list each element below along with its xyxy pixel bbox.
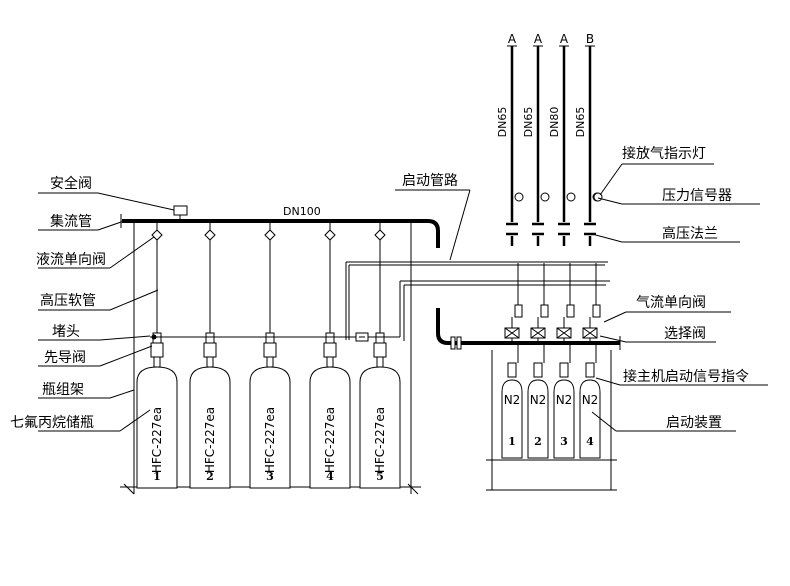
bottle-agent-label: HFC-227ea: [203, 407, 217, 473]
branch-pipes: A DN65 A DN65 A DN80 B DN65: [496, 32, 603, 343]
main-feed-pipe: [436, 308, 621, 350]
selector-valve-cross: [530, 327, 546, 339]
label-hp-flange: 高压法兰: [662, 225, 718, 242]
branch-size: DN80: [548, 107, 561, 138]
gas-check-valve: [566, 304, 575, 318]
selector-valve-cross: [582, 327, 598, 339]
gas-check-valve: [540, 304, 549, 318]
agent-bottle: [189, 366, 231, 489]
leader-lines: [38, 163, 768, 432]
gas-check-valve: [514, 304, 523, 318]
label-host-signal: 接主机启动信号指令: [623, 368, 749, 385]
pilot-valve: [263, 342, 277, 358]
start-bottle-number: 3: [560, 435, 568, 448]
bottle-agent-label: HFC-227ea: [373, 407, 387, 473]
branch-size: DN65: [522, 107, 535, 138]
label-start-pipeline: 启动管路: [402, 173, 458, 189]
pilot-valve: [323, 342, 337, 358]
agent-bottle-group: HFC-227ea1HFC-227ea2HFC-227ea3HFC-227ea4…: [136, 221, 401, 489]
branch-letter: A: [508, 32, 517, 46]
label-release-lamp: 接放气指示灯: [622, 145, 706, 162]
selector-valve-cross: [504, 327, 520, 339]
label-manifold: 集流管: [50, 213, 92, 230]
label-hp-hose: 高压软管: [40, 292, 96, 309]
agent-bottle: [136, 366, 178, 489]
start-bottle-gas: N2: [504, 393, 521, 407]
safety-valve: [173, 205, 188, 219]
bottle-number: 4: [326, 470, 334, 483]
container-valve: [265, 332, 275, 344]
container-valve: [325, 332, 335, 344]
branch-size: DN65: [496, 107, 509, 138]
label-pressure-signal: 压力信号器: [662, 188, 732, 204]
label-pilot-valve: 先导阀: [44, 350, 86, 366]
branch-letter: A: [534, 32, 543, 46]
start-bottle-number: 1: [508, 435, 516, 448]
pressure-switch-icon: [540, 192, 550, 202]
bottle-number: 5: [376, 470, 384, 483]
start-device-frame: [486, 350, 617, 491]
start-bottle-gas: N2: [556, 393, 573, 407]
solenoid-valve: [533, 362, 543, 378]
start-bottle: [553, 379, 575, 459]
start-bottle: [527, 379, 549, 459]
check-valve-icon: [374, 229, 386, 241]
agent-bottle: [359, 366, 401, 489]
branch-size: DN65: [574, 107, 587, 138]
start-bottle-gas: N2: [530, 393, 547, 407]
agent-bottle: [249, 366, 291, 489]
pressure-switch-icon: [566, 192, 576, 202]
selector-valve-cross: [556, 327, 572, 339]
bottle-neck: [206, 356, 214, 368]
start-bottle-group: N2 1 N2 2 N2 3 N2 4: [501, 343, 601, 459]
gas-check-valve: [592, 304, 601, 318]
start-pipeline: [150, 261, 610, 342]
start-bottle-gas: N2: [582, 393, 599, 407]
label-safety-valve: 安全阀: [50, 175, 92, 192]
solenoid-valve: [507, 362, 517, 378]
check-valve-icon: [204, 229, 216, 241]
start-bottle-number: 4: [586, 435, 594, 448]
container-valve: [205, 332, 215, 344]
solenoid-valve: [559, 362, 569, 378]
pilot-valve: [150, 342, 164, 358]
bottle-number: 1: [153, 470, 161, 483]
check-valve-icon: [151, 229, 163, 241]
start-bottle: [501, 379, 523, 459]
check-valve-icon: [324, 229, 336, 241]
start-bottle-number: 2: [534, 435, 542, 448]
label-selector-valve: 选择阀: [664, 326, 706, 342]
agent-bottle: [309, 366, 351, 489]
branch-letter: B: [586, 32, 594, 46]
bottle-number: 3: [266, 470, 274, 483]
label-gas-check-valve: 气流单向阀: [636, 295, 706, 311]
label-hfc-bottle: 七氟丙烷储瓶: [10, 415, 94, 431]
bottle-neck: [376, 356, 384, 368]
bottle-neck: [153, 356, 161, 368]
label-plug: 堵头: [52, 324, 80, 340]
bottle-neck: [326, 356, 334, 368]
bottle-number: 2: [206, 470, 214, 483]
pilot-valve: [373, 342, 387, 358]
container-valve: [375, 332, 385, 344]
pressure-switch-icon: [514, 192, 524, 202]
bottle-agent-label: HFC-227ea: [323, 407, 337, 473]
pilot-valve: [203, 342, 217, 358]
bottle-neck: [266, 356, 274, 368]
callout-labels: 安全阀 集流管 液流单向阀 高压软管 堵头 先导阀 瓶组架 七氟丙烷储瓶 启动管…: [10, 145, 749, 431]
label-manifold-size: DN100: [283, 205, 321, 218]
bottle-agent-label: HFC-227ea: [150, 407, 164, 473]
label-start-device: 启动装置: [666, 415, 722, 431]
label-bottle-rack: 瓶组架: [42, 382, 84, 398]
label-liquid-check-valve: 液流单向阀: [36, 252, 106, 268]
check-valve-icon: [264, 229, 276, 241]
bottle-agent-label: HFC-227ea: [263, 407, 277, 473]
manifold-pipe: [120, 214, 440, 248]
solenoid-valve: [585, 362, 595, 378]
branch-letter: A: [560, 32, 569, 46]
start-bottle: [579, 379, 601, 459]
